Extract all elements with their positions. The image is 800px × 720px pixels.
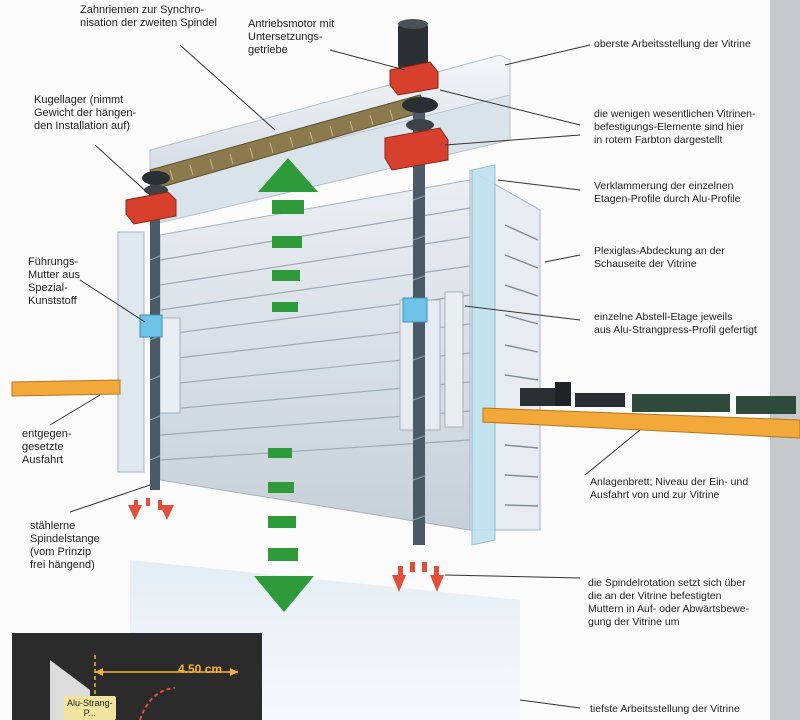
left-pulley xyxy=(142,171,170,185)
plexiglass-cover xyxy=(471,164,496,546)
label-plexiglas: Plexiglas-Abdeckung an der Schauseite de… xyxy=(594,245,725,270)
left-clamp-profile xyxy=(117,231,145,473)
label-abstell-etage: einzelne Abstell-Etage jeweils aus Alu-S… xyxy=(594,311,757,336)
label-tiefste: tiefste Arbeitsstellung der Vitrine xyxy=(590,703,740,715)
label-antriebsmotor: Antriebsmotor mit Untersetzungs- getrieb… xyxy=(248,18,335,56)
drive-motor xyxy=(398,22,428,70)
label-verklammerung: Verklammerung der einzelnen Etagen-Profi… xyxy=(594,180,741,205)
label-spindelrotation: die Spindelrotation setzt sich über die … xyxy=(588,577,750,628)
left-guide-nut xyxy=(139,314,163,338)
red-mount-top-motor xyxy=(389,61,439,96)
inset-detail xyxy=(12,633,262,720)
rotation-arrow-left xyxy=(128,498,174,520)
up-arrow xyxy=(258,158,318,312)
right-layout-board xyxy=(482,407,800,439)
spindle-threads xyxy=(149,195,426,521)
right-spindle xyxy=(413,105,425,545)
label-entgegen: entgegen- gesetzte Ausfahrt xyxy=(22,428,72,466)
model-train xyxy=(520,382,796,414)
red-mount-left xyxy=(125,191,177,225)
label-befestigung: die wenigen wesentlichen Vitrinen- befes… xyxy=(594,108,756,146)
label-oberste: oberste Arbeitsstellung der Vitrine xyxy=(594,38,751,50)
label-fuehrungsmutter: Führungs- Mutter aus Spezial- Kunststoff xyxy=(28,256,80,307)
red-mount-top-right xyxy=(384,127,449,171)
left-bearing xyxy=(144,185,168,195)
leader-lines xyxy=(49,44,641,709)
page-fold-shadow xyxy=(770,0,800,720)
right-guide-nut xyxy=(402,297,428,323)
down-arrow xyxy=(254,448,314,612)
label-spindelstange: stählerne Spindelstange (vom Prinzip fre… xyxy=(30,520,100,571)
right-bearing xyxy=(406,119,434,131)
label-anlagenbrett: Anlagenbrett; Niveau der Ein- und Ausfah… xyxy=(590,476,749,501)
label-kugellager: Kugellager (nimmt Gewicht der hängen- de… xyxy=(34,94,137,132)
rotation-arrow-right xyxy=(392,562,444,592)
left-layout-board xyxy=(11,379,121,397)
side-rack-slots xyxy=(504,224,539,507)
motor-top xyxy=(398,19,428,29)
belt-teeth xyxy=(169,109,394,181)
right-clamp-profile-2 xyxy=(444,291,464,428)
inset-dimension-label: 4.50 cm xyxy=(178,662,223,676)
inset-profile-tag: Alu-Strang- P... xyxy=(64,696,116,720)
top-pulley xyxy=(402,97,438,113)
left-inner-profile xyxy=(159,317,181,414)
label-zahnriemen: Zahnriemen zur Synchro- nisation der zwe… xyxy=(80,4,217,29)
